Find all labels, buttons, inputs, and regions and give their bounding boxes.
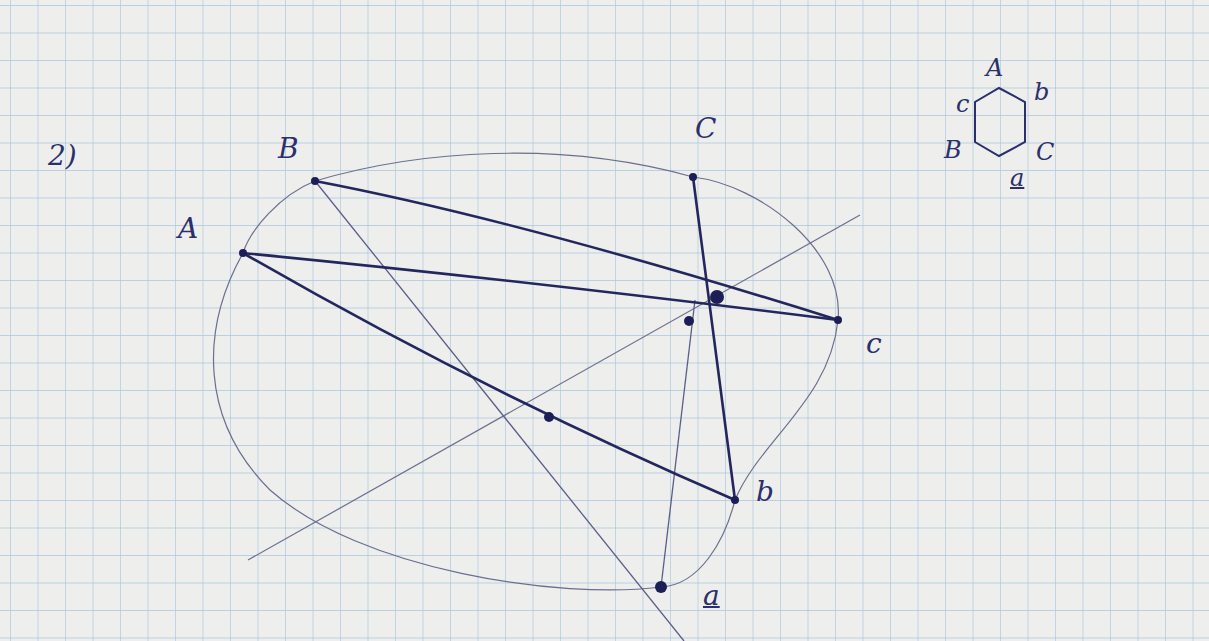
point-label: C	[695, 115, 716, 143]
thin-line	[661, 300, 695, 587]
point	[311, 177, 319, 185]
point-label: c	[866, 330, 882, 358]
hexagon-sketch	[975, 88, 1025, 156]
hexagon-side	[693, 177, 735, 500]
point	[689, 173, 697, 181]
point-label: A	[178, 215, 198, 243]
point-label: C	[1036, 140, 1054, 164]
point-label: b	[1034, 80, 1049, 104]
hexagon-side	[315, 181, 838, 320]
point-label: a	[1010, 166, 1024, 190]
intersection-point	[544, 412, 554, 422]
point	[731, 496, 739, 504]
point-label: 2)	[48, 142, 77, 170]
point	[655, 581, 667, 593]
point-label: c	[956, 92, 969, 116]
point	[834, 316, 842, 324]
intersection-point	[710, 290, 724, 304]
point-label: a	[703, 582, 720, 610]
point	[239, 249, 247, 257]
pascal-line	[248, 215, 860, 560]
hexagon-side	[243, 253, 735, 500]
hexagon-side	[243, 253, 838, 320]
point-label: B	[944, 138, 962, 162]
point-label: b	[756, 478, 774, 506]
point-label: A	[986, 56, 1003, 80]
thin-line	[315, 181, 684, 641]
conic-curve	[214, 153, 839, 590]
intersection-point	[684, 316, 694, 326]
point-label: B	[278, 135, 299, 163]
